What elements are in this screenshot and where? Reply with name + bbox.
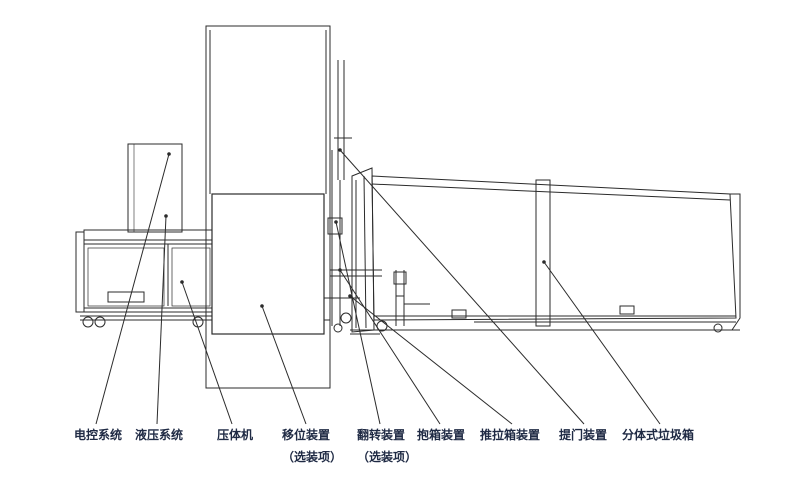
label-compactor: 压体机 — [217, 428, 254, 442]
electric-cabinet — [127, 143, 183, 233]
label-shift-device: 移位装置 — [282, 428, 331, 442]
label-flip-optional: （选装项） — [357, 450, 418, 464]
label-electric-control: 电控系统 — [74, 428, 123, 442]
label-lift-door-device: 提门装置 — [559, 428, 608, 442]
label-shift-optional: （选装项） — [282, 450, 343, 464]
leader-lines — [95, 149, 661, 425]
label-clamp-device: 抱箱装置 — [417, 428, 466, 442]
label-split-bin: 分体式垃圾箱 — [622, 428, 695, 442]
compactor-column — [205, 25, 331, 389]
leader-dots — [164, 148, 546, 308]
garbage-bin — [371, 175, 741, 333]
label-hydraulic: 液压系统 — [135, 428, 184, 442]
label-push-pull-device: 推拉箱装置 — [480, 428, 541, 442]
label-flip-device: 翻转装置 — [357, 428, 406, 442]
clamp-frame — [350, 167, 740, 335]
